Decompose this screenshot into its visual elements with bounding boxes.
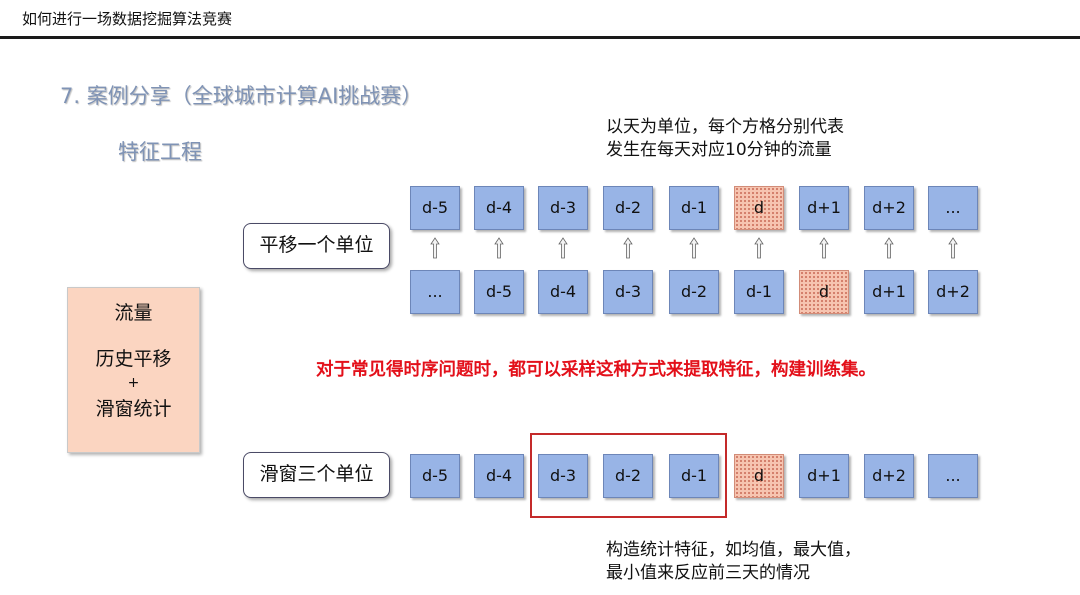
row-bottom-cell: d-4 — [474, 454, 524, 498]
row-top-cell: d-1 — [669, 186, 719, 230]
row-top-cell: d+2 — [864, 186, 914, 230]
row-top-cell: d-2 — [603, 186, 653, 230]
row-top-cell: d-5 — [410, 186, 460, 230]
row-middle-cell: d+1 — [864, 270, 914, 314]
row-middle-cell: d-4 — [538, 270, 588, 314]
row-bottom-cell: d-5 — [410, 454, 460, 498]
row-top-cell: d-3 — [538, 186, 588, 230]
label-slide: 滑窗三个单位 — [243, 452, 390, 498]
up-arrow-icon — [754, 237, 764, 259]
row-middle-cell: d-3 — [603, 270, 653, 314]
note-bottom-line-1: 构造统计特征，如均值，最大值， — [606, 540, 861, 560]
row-top-cell: d-4 — [474, 186, 524, 230]
note-bottom-line-2: 最小值来反应前三天的情况 — [606, 563, 810, 583]
flow-box-line-2: 历史平移 — [95, 348, 172, 370]
row-middle-cell: d-5 — [474, 270, 524, 314]
flow-box-line-3: + — [127, 375, 140, 391]
row-middle-cell: d-2 — [669, 270, 719, 314]
row-middle-cell: d+2 — [928, 270, 978, 314]
flow-box: 流量 历史平移 + 滑窗统计 — [67, 287, 200, 453]
flow-box-line-1: 流量 — [114, 302, 153, 324]
up-arrow-icon — [819, 237, 829, 259]
note-top: 以天为单位，每个方格分别代表 发生在每天对应10分钟的流量 — [606, 116, 844, 162]
up-arrow-icon — [430, 237, 440, 259]
row-middle-cell: d — [799, 270, 849, 314]
row-top-cell: d — [734, 186, 784, 230]
flow-box-line-4: 滑窗统计 — [95, 398, 172, 420]
note-top-line-2: 发生在每天对应10分钟的流量 — [606, 140, 832, 160]
row-bottom-cell: d+2 — [864, 454, 914, 498]
note-bottom: 构造统计特征，如均值，最大值， 最小值来反应前三天的情况 — [606, 539, 861, 585]
row-bottom-cell: d-2 — [603, 454, 653, 498]
label-shift: 平移一个单位 — [243, 223, 390, 269]
up-arrow-icon — [623, 237, 633, 259]
header-rule — [0, 36, 1080, 39]
row-bottom-cell: d+1 — [799, 454, 849, 498]
row-bottom-cell: ... — [928, 454, 978, 498]
up-arrow-icon — [689, 237, 699, 259]
row-top-cell: ... — [928, 186, 978, 230]
row-bottom-cell: d — [734, 454, 784, 498]
row-bottom-cell: d-1 — [669, 454, 719, 498]
section-title: 7. 案例分享（全球城市计算AI挑战赛） — [60, 84, 423, 108]
up-arrow-icon — [494, 237, 504, 259]
statement: 对于常见得时序问题时，都可以采样这种方式来提取特征，构建训练集。 — [316, 360, 876, 380]
row-bottom-cell: d-3 — [538, 454, 588, 498]
subtitle: 特征工程 — [118, 140, 202, 164]
up-arrow-icon — [558, 237, 568, 259]
note-top-line-1: 以天为单位，每个方格分别代表 — [606, 117, 844, 137]
row-middle-cell: ... — [410, 270, 460, 314]
row-top-cell: d+1 — [799, 186, 849, 230]
row-middle-cell: d-1 — [734, 270, 784, 314]
window-rect — [530, 433, 727, 518]
header-title: 如何进行一场数据挖掘算法竞赛 — [22, 10, 233, 28]
up-arrow-icon — [948, 237, 958, 259]
up-arrow-icon — [884, 237, 894, 259]
